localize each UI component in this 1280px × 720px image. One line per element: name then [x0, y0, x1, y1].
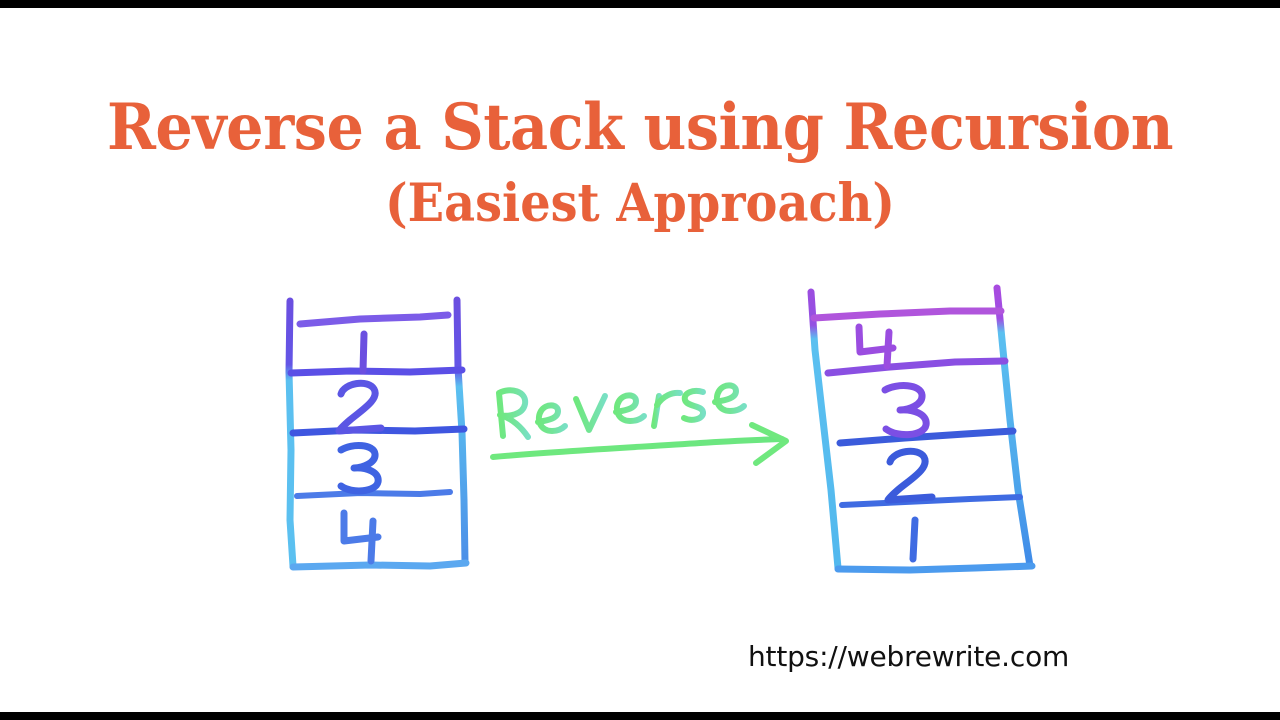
- input-stack-bottom-edge: [289, 559, 470, 571]
- page-subtitle: (Easiest Approach): [384, 173, 895, 234]
- output-stack-cell-1-glyph: [909, 516, 919, 563]
- output-stack-cell-2: [884, 447, 936, 504]
- input-stack-cell-2-glyph: [335, 379, 385, 435]
- title-block: Reverse a Stack using Recursion (Easiest…: [0, 96, 1280, 230]
- output-stack-cell-3-glyph: [881, 382, 930, 439]
- input-stack-cell-3: [337, 442, 382, 495]
- output-stack-cell-1: [909, 516, 919, 563]
- output-stack-cell-4-glyph: [855, 323, 897, 356]
- input-stack-cell-3-glyph: [337, 442, 382, 495]
- page-title: Reverse a Stack using Recursion: [106, 90, 1174, 165]
- output-stack-cell-2-glyph: [884, 447, 936, 504]
- input-stack-left-edge: [285, 297, 297, 570]
- input-stack-cell-1: [359, 330, 368, 375]
- reverse-arrow-group: [490, 382, 789, 466]
- output-stack-divider-1: [824, 357, 1009, 377]
- letterbox-bottom: [0, 712, 1280, 720]
- output-stack-bottom-edge: [834, 562, 1036, 574]
- output-stack-divider-2: [836, 427, 1017, 447]
- input-stack-divider-3: [294, 489, 453, 499]
- input-stack-cell-1-glyph: [359, 330, 368, 375]
- reverse-arrow-shaft: [490, 436, 785, 460]
- reverse-label: [496, 382, 747, 440]
- input-stack-divider-2: [289, 425, 468, 437]
- output-stack-divider-0: [810, 307, 1005, 322]
- footer-url: https://webrewrite.com: [748, 640, 1070, 673]
- input-stack-cell-4-glyph: [340, 509, 382, 545]
- output-stack: [807, 284, 1036, 574]
- letterbox-top: [0, 0, 1280, 8]
- input-stack-right-edge: [453, 296, 469, 566]
- output-stack-cell-4: [855, 323, 897, 370]
- input-stack-cell-4: [340, 509, 382, 565]
- input-stack-cell-4-stem: [367, 517, 377, 565]
- reverse-arrow-head: [749, 422, 789, 466]
- input-stack-divider-1: [287, 366, 466, 377]
- output-stack-right-edge: [993, 284, 1034, 570]
- input-stack-divider-0: [296, 311, 452, 328]
- output-stack-cell-4-stem: [883, 328, 893, 370]
- output-stack-cell-3: [881, 382, 930, 439]
- input-stack-cell-2: [335, 379, 385, 435]
- output-stack-left-edge: [807, 288, 842, 572]
- input-stack: [285, 296, 470, 571]
- output-stack-divider-3: [839, 494, 1023, 508]
